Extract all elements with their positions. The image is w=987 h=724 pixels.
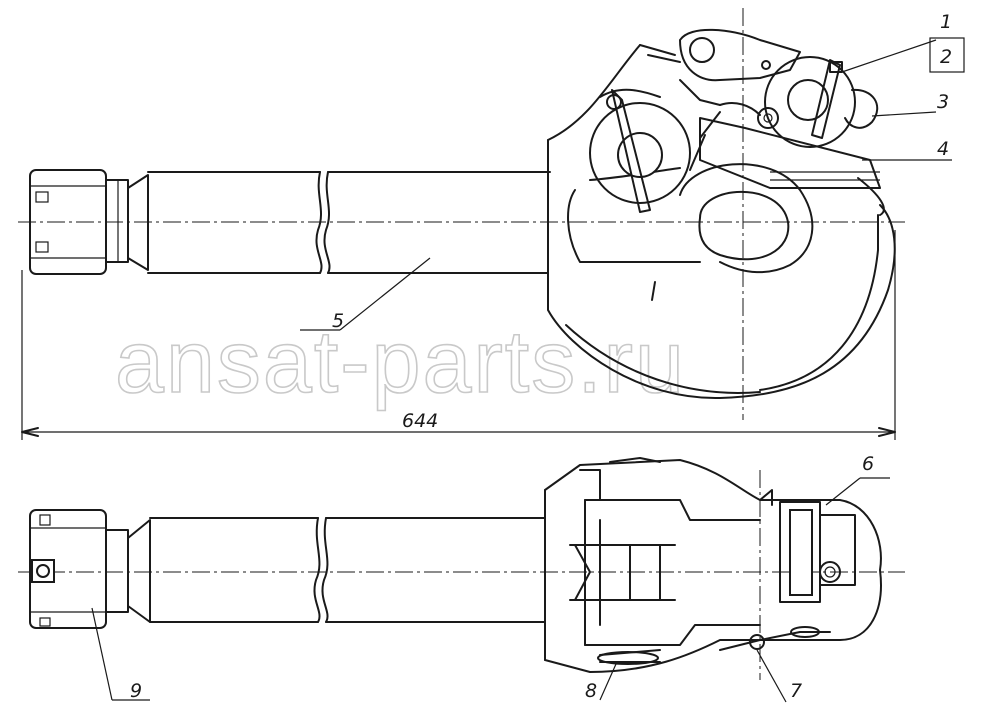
end-nut-top — [29, 169, 107, 275]
pin-section-left — [589, 88, 691, 213]
dimension-overall: 644 — [21, 230, 896, 440]
callout-3: 3 — [937, 91, 949, 113]
pin-head-bottom — [759, 489, 856, 603]
latch — [699, 117, 881, 189]
top-view: 644 — [18, 8, 965, 440]
watermark: ansat-parts.ru — [115, 312, 686, 411]
lock-lever — [639, 28, 801, 171]
callout-1: 1 — [940, 11, 952, 33]
callout-4: 4 — [937, 138, 949, 160]
callout-8: 8 — [585, 680, 597, 702]
callout-2: 2 — [940, 46, 952, 68]
bottom-view — [18, 457, 905, 703]
callout-7: 7 — [790, 680, 802, 702]
callout-6: 6 — [862, 453, 874, 475]
callout-5: 5 — [332, 310, 344, 332]
end-nut-bottom — [29, 509, 107, 629]
dimension-label: 644 — [402, 410, 438, 432]
hook-fork — [544, 459, 882, 673]
shank-bottom — [149, 517, 546, 623]
cotter-pins — [597, 457, 831, 665]
pin-section-right — [764, 56, 879, 148]
callout-9: 9 — [130, 680, 142, 702]
shank-top — [147, 171, 551, 274]
